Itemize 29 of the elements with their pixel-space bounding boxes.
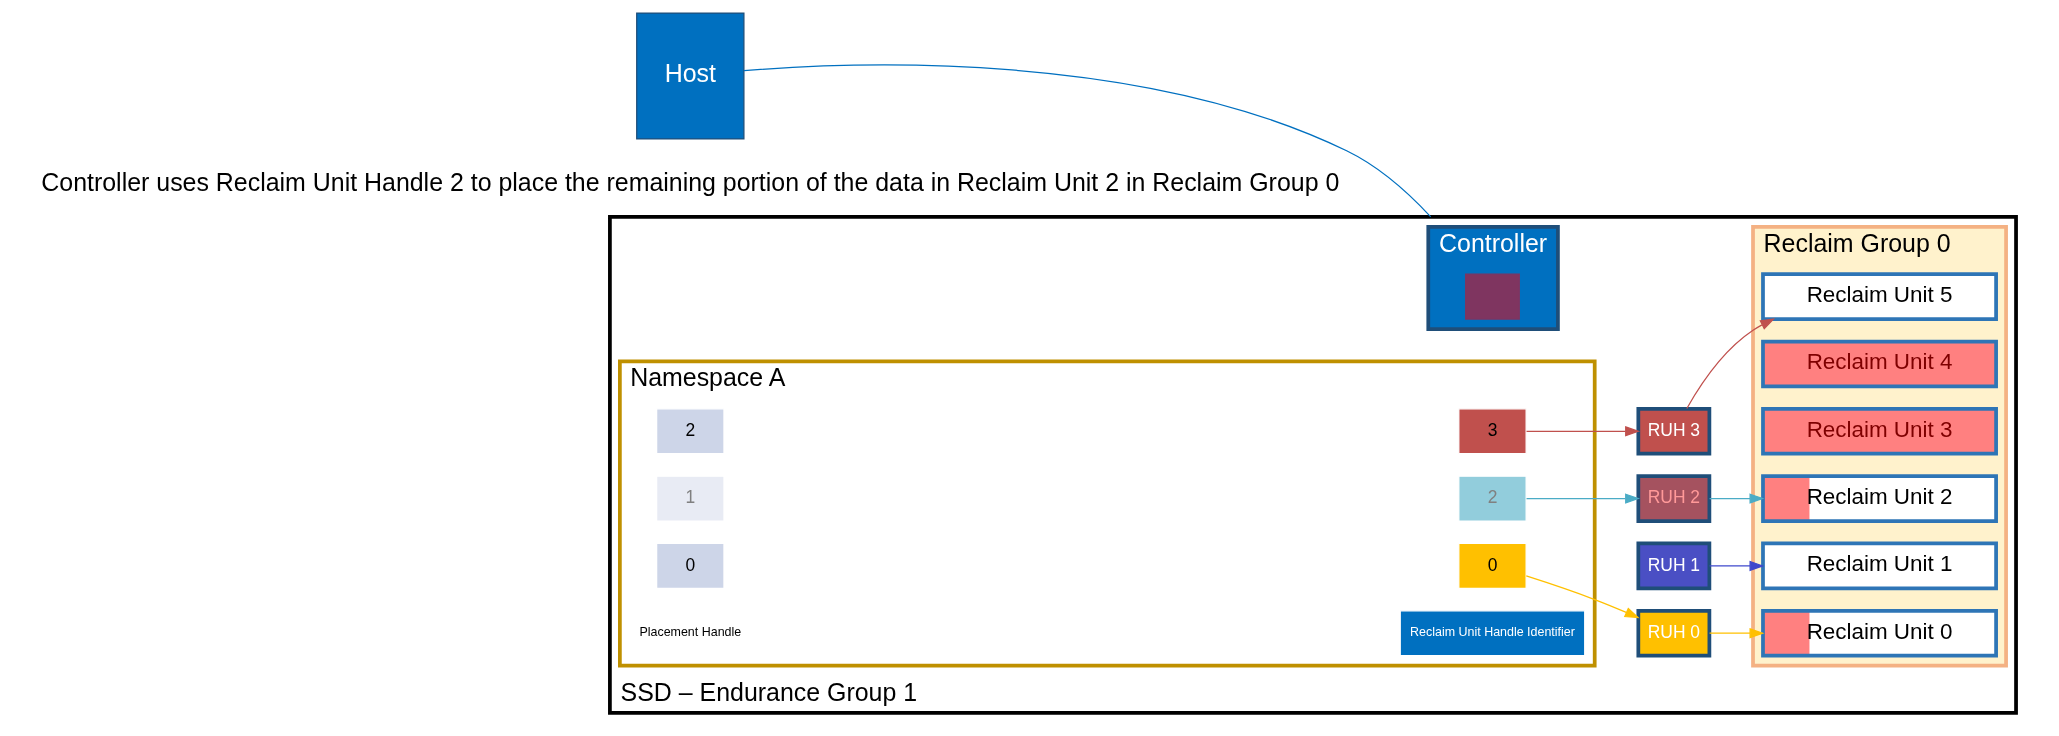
node-box: Reclaim Unit 1: [1760, 541, 1998, 591]
node-box: Reclaim Unit 4: [1760, 339, 1998, 389]
node-box: [1464, 273, 1520, 320]
cluster: Controller: [1425, 224, 1560, 331]
arrow: [1685, 318, 1775, 410]
arrow: [1525, 426, 1640, 437]
label: Controller uses Reclaim Unit Handle 2 to place the remaining portion of the data in Reclaim Unit 2 in Reclaim Group 0: [40, 167, 1339, 196]
arrow: [1525, 493, 1640, 504]
arrow: [1708, 493, 1764, 504]
node-box: Host: [635, 12, 745, 140]
node-box: 3: [1457, 408, 1527, 455]
node-box: RUH 2: [1635, 474, 1711, 523]
node-box: 0: [655, 542, 725, 589]
node-box: 0: [1457, 542, 1527, 589]
connector: [742, 64, 1431, 218]
node-box: Reclaim Unit 2: [1760, 474, 1998, 523]
node-box: Reclaim Unit Handle Identifier: [1399, 610, 1585, 657]
node-text: Placement Handle: [638, 625, 741, 640]
arrow: [1708, 560, 1764, 572]
node-box: Reclaim Unit 0: [1760, 608, 1998, 658]
node-box: 2: [1457, 475, 1527, 522]
node-box: 2: [655, 408, 725, 455]
node-box: RUH 0: [1635, 608, 1711, 658]
arrow: [1708, 627, 1764, 639]
arrow: [1525, 575, 1640, 619]
node-box: RUH 3: [1635, 406, 1711, 456]
node-box: Reclaim Unit 3: [1760, 406, 1998, 456]
node-box: Reclaim Unit 5: [1760, 272, 1998, 321]
node-box: RUH 1: [1635, 541, 1711, 591]
